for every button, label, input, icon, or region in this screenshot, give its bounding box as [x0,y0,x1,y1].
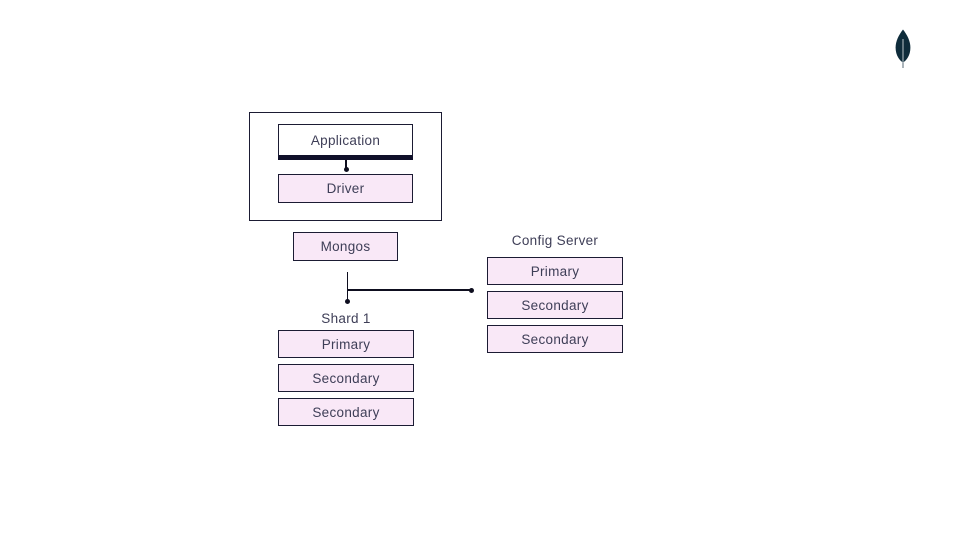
config-primary-node: Primary [487,257,623,285]
config-secondary-label: Secondary [521,297,589,313]
mongos-shard-connector-dot [345,298,350,304]
application-driver-connector [345,160,347,168]
mongos-node: Mongos [293,232,398,261]
mongos-label: Mongos [320,239,371,254]
shard-secondary-node: Secondary [278,364,414,392]
application-node: Application [278,124,413,160]
driver-label: Driver [326,181,365,196]
config-secondary-label: Secondary [521,331,589,347]
shard-primary-node: Primary [278,330,414,358]
mongos-config-connector-dot [468,287,474,293]
config-server-title: Config Server [511,233,599,248]
config-primary-label: Primary [530,263,580,279]
application-driver-connector-dot [343,166,349,172]
config-secondary-node: Secondary [487,291,623,319]
shard-secondary-label: Secondary [312,404,380,420]
config-secondary-node: Secondary [487,325,623,353]
mongos-config-connector [347,289,471,291]
driver-node: Driver [278,174,413,203]
shard-title: Shard 1 [321,311,371,326]
shard-secondary-node: Secondary [278,398,414,426]
mongodb-leaf-icon [892,29,914,69]
shard-primary-label: Primary [321,336,371,352]
application-label: Application [310,132,381,148]
shard-secondary-label: Secondary [312,370,380,386]
mongos-shard-connector [346,272,348,300]
